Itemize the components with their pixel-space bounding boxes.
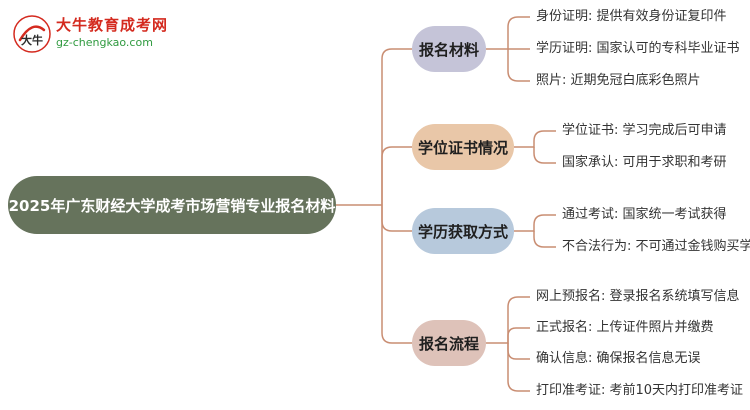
- leaf-node: 通过考试: 国家统一考试获得: [562, 207, 727, 222]
- leaf-node: 学历证明: 国家认可的专科毕业证书: [536, 41, 740, 56]
- leaf-node: 不合法行为: 不可通过金钱购买学历: [562, 239, 750, 254]
- logo-mark-glyph: 大牛: [21, 33, 43, 47]
- connector-branch-3: [381, 205, 412, 232]
- leaf-node: 网上预报名: 登录报名系统填写信息: [536, 289, 740, 304]
- logo-url[interactable]: gz-chengkao.com: [56, 36, 153, 49]
- connector-leaf-3-1: [514, 214, 556, 232]
- connector-leaf-4-3: [507, 343, 530, 360]
- connector-leaf-1-3: [507, 49, 530, 82]
- connector-leaf-4-2: [507, 327, 530, 343]
- leaf-node: 正式报名: 上传证件照片并缴费: [536, 320, 714, 335]
- branch-node-registration-process: 报名流程: [412, 320, 486, 366]
- connector-leaf-3-2: [533, 231, 556, 248]
- connector-branch-4: [381, 205, 412, 344]
- branch-node-diploma-acquisition: 学历获取方式: [412, 208, 514, 254]
- connector-branch-1: [381, 48, 412, 205]
- site-logo[interactable]: 大牛 大牛教育成考网 gz-chengkao.com: [12, 12, 172, 56]
- branch-node-degree-certificate: 学位证书情况: [412, 124, 514, 170]
- root-node: 2025年广东财经大学成考市场营销专业报名材料: [8, 176, 336, 234]
- leaf-node: 打印准考证: 考前10天内打印准考证: [536, 383, 744, 398]
- leaf-node: 学位证书: 学习完成后可申请: [562, 123, 727, 138]
- connector-leaf-4-1: [486, 296, 530, 344]
- leaf-node: 国家承认: 可用于求职和考研: [562, 155, 727, 170]
- leaf-node: 照片: 近期免冠白底彩色照片: [536, 73, 701, 88]
- connector-leaf-2-2: [533, 147, 556, 164]
- connector-leaf-4-4: [507, 343, 530, 392]
- logo-mark-icon: 大牛: [13, 15, 51, 53]
- connector-leaf-1-1: [486, 16, 530, 50]
- leaf-node: 身份证明: 提供有效身份证复印件: [536, 9, 727, 24]
- connector-leaf-2-1: [514, 130, 556, 148]
- branch-node-registration-materials: 报名材料: [412, 26, 486, 72]
- logo-title: 大牛教育成考网: [56, 16, 169, 34]
- leaf-node: 确认信息: 确保报名信息无误: [536, 351, 701, 366]
- connector-branch-2: [381, 146, 412, 205]
